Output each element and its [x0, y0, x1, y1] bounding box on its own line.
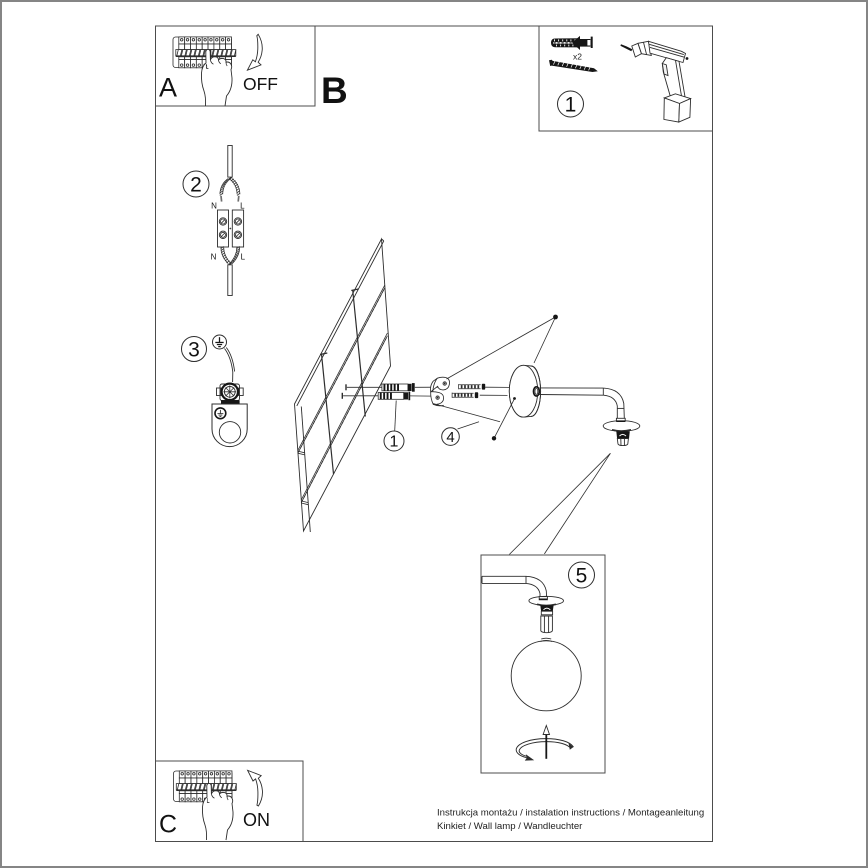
svg-text:5: 5: [576, 564, 588, 587]
svg-text:A: A: [159, 73, 177, 103]
svg-text:B: B: [321, 70, 348, 111]
svg-text:L: L: [241, 253, 246, 262]
svg-text:4: 4: [446, 429, 454, 446]
svg-text:Instrukcja montażu / instalati: Instrukcja montażu / instalation instruc…: [437, 808, 704, 819]
svg-text:1: 1: [390, 434, 399, 451]
svg-text:x2: x2: [573, 52, 582, 62]
svg-text:N: N: [211, 202, 217, 211]
svg-text:Kinkiet / Wall lamp / Wandleuc: Kinkiet / Wall lamp / Wandleuchter: [437, 821, 583, 832]
svg-text:OFF: OFF: [243, 74, 278, 94]
svg-text:C: C: [159, 811, 177, 839]
svg-text:1: 1: [565, 93, 577, 116]
svg-text:ON: ON: [243, 810, 270, 830]
svg-text:L: L: [240, 202, 245, 211]
svg-text:N: N: [211, 253, 217, 262]
svg-text:3: 3: [188, 338, 200, 361]
svg-text:2: 2: [190, 173, 202, 196]
